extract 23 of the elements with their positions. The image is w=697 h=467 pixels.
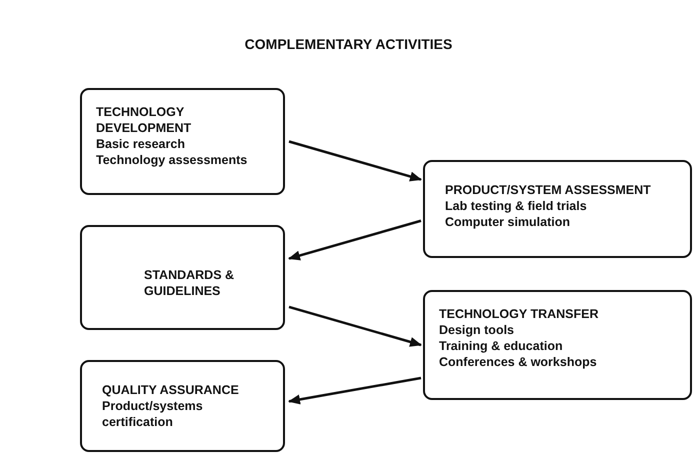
box-heading: STANDARDS & GUIDELINES bbox=[144, 267, 236, 299]
box-heading: QUALITY ASSURANCE bbox=[102, 382, 240, 398]
activity-box bbox=[423, 290, 692, 400]
arrow bbox=[288, 220, 422, 260]
arrow bbox=[288, 306, 422, 347]
activity-box bbox=[80, 360, 285, 452]
box-heading: TECHNOLOGY DEVELOPMENT bbox=[96, 104, 192, 136]
activity-item: Design tools bbox=[439, 322, 516, 338]
arrow bbox=[288, 140, 422, 182]
diagram-title: COMPLEMENTARY ACTIVITIES bbox=[244, 36, 454, 52]
activity-item: Product/systems certification bbox=[102, 398, 204, 430]
activity-item: Technology assessments bbox=[96, 152, 248, 168]
activity-box bbox=[423, 160, 692, 258]
activity-item: Training & education bbox=[439, 338, 564, 354]
activity-item: Computer simulation bbox=[445, 214, 572, 230]
arrow bbox=[288, 376, 422, 404]
activity-item: Basic research bbox=[96, 136, 186, 152]
box-heading: TECHNOLOGY TRANSFER bbox=[439, 306, 600, 322]
activity-item: Conferences & workshops bbox=[439, 354, 598, 370]
activity-box bbox=[80, 225, 285, 330]
activity-item: Lab testing & field trials bbox=[445, 198, 588, 214]
box-heading: PRODUCT/SYSTEM ASSESSMENT bbox=[445, 182, 652, 198]
activity-box bbox=[80, 88, 285, 195]
